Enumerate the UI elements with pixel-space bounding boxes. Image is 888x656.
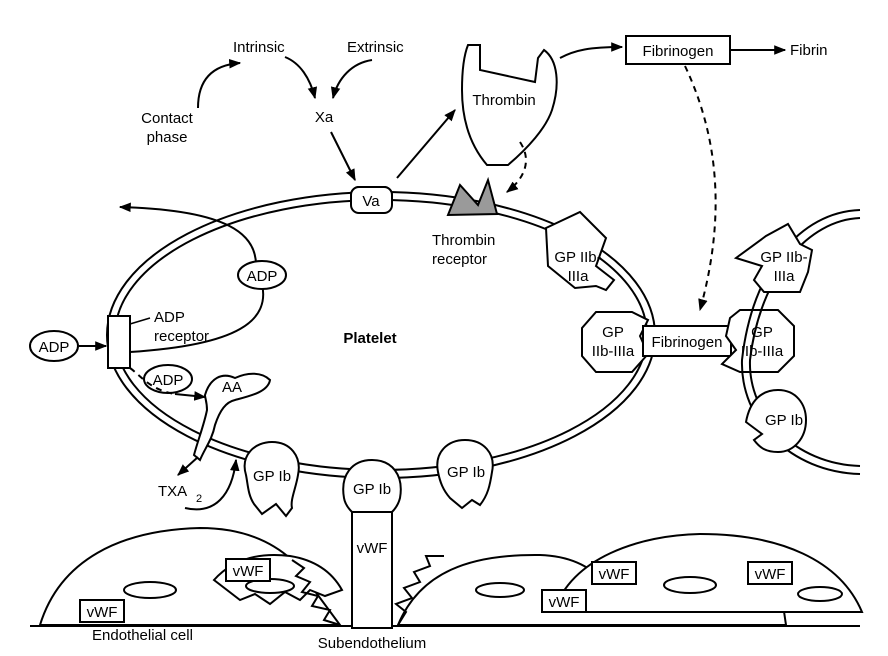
adp-receptor-label-2: receptor: [154, 328, 209, 345]
adp-storage-curve: [129, 283, 265, 353]
gp-ib-center-label: GP Ib: [353, 481, 391, 498]
contact-phase-label-2: phase: [147, 129, 188, 146]
adp-receptor-label-1: ADP: [154, 309, 185, 326]
adp-granule-inside: ADP: [237, 260, 287, 290]
txa2-feedback-arrow: [184, 458, 240, 511]
second-gp-ib-label: GP Ib: [765, 412, 803, 429]
aa-label: AA: [222, 379, 242, 396]
txa-label: TXA: [158, 483, 187, 500]
gp-right-label-2: IIb-IIIa: [741, 343, 784, 360]
adp-to-aa-dashed: [129, 367, 176, 395]
xa-label: Xa: [315, 109, 334, 126]
vwf-box-1: vWF: [79, 599, 125, 623]
vwf-box-5: vWF: [747, 561, 793, 585]
vwf-column: vWF: [351, 507, 393, 629]
gp-left-label-2: IIb-IIIa: [592, 343, 635, 360]
adp-release-arrow: [118, 202, 257, 266]
gp-iib-top-label-1: GP IIb-: [554, 249, 601, 266]
thrombin-receptor-label-2: receptor: [432, 251, 487, 268]
fibrinogen-to-bridge-dashed-arrow: [684, 65, 717, 312]
extrinsic-to-xa-arrow: [330, 59, 373, 100]
fibrinogen-bridge-label: Fibrinogen: [652, 334, 723, 351]
va-to-thrombin-arrow: [396, 109, 456, 179]
intrinsic-label: Intrinsic: [233, 39, 285, 56]
gp-ib-left-label: GP Ib: [253, 468, 291, 485]
thrombin-receptor-label-1: Thrombin: [432, 232, 495, 249]
second-gp-iib-label-1: GP IIb-: [760, 249, 807, 266]
adp-lower: ADP: [143, 364, 193, 394]
fibrinogen-box-top: Fibrinogen: [625, 35, 731, 65]
second-gp-iib-iiia: GP IIb- IIIa: [733, 222, 814, 293]
contact-to-intrinsic-arrow: [197, 58, 242, 109]
txa-subscript: 2: [196, 493, 202, 505]
fibrinogen-bridge-box: Fibrinogen: [642, 325, 732, 357]
gp-iib-iiia-top: GP IIb- IIIa: [544, 210, 616, 292]
endothelium: [30, 526, 864, 627]
aa-arachidonic-acid: AA: [192, 372, 272, 462]
contact-phase-label-1: Contact: [141, 110, 194, 127]
thrombin-to-fibrinogen-arrow: [559, 42, 624, 59]
gp-ib-center: GP Ib: [342, 458, 402, 513]
thrombin-receptor-icon: [446, 176, 499, 217]
gp-ib-right-label: GP Ib: [447, 464, 485, 481]
xa-to-va-arrow: [330, 131, 356, 182]
extrinsic-label: Extrinsic: [347, 39, 404, 56]
vwf-box-4: vWF: [591, 561, 637, 585]
adp-outside-label: ADP: [39, 339, 70, 356]
gp-left-label-1: GP: [602, 324, 624, 341]
adp-inside-label: ADP: [247, 268, 278, 285]
platelet-label: Platelet: [343, 330, 396, 347]
thrombin-to-receptor-dashed-arrow: [506, 141, 527, 193]
second-platelet-membrane: [740, 209, 861, 475]
adp-receptor-icon: [107, 315, 131, 369]
gp-iib-iiia-left: GP IIb-IIIa: [581, 311, 650, 373]
fibrinogen-top-label: Fibrinogen: [643, 43, 714, 60]
gp-iib-top-label-2: IIIa: [568, 268, 590, 285]
thrombin-enzyme: Thrombin: [460, 44, 558, 166]
vwf-box-2: vWF: [225, 558, 271, 582]
adp-to-aa-arrow: [174, 391, 207, 401]
intrinsic-to-xa-arrow: [284, 56, 318, 100]
second-gp-ib: GP Ib: [744, 388, 808, 454]
vwf-box-3: vWF: [541, 589, 587, 613]
gp-ib-right: GP Ib: [436, 438, 494, 510]
gp-ib-left: GP Ib: [243, 440, 300, 518]
second-gp-iib-label-2: IIIa: [774, 268, 796, 285]
thrombin-label: Thrombin: [472, 92, 535, 109]
vwf-5-label: vWF: [755, 566, 786, 583]
vwf-4-label: vWF: [599, 566, 630, 583]
va-label-overlay: Va: [362, 193, 380, 210]
subendothelium-label: Subendothelium: [318, 635, 426, 652]
fibrin-label: Fibrin: [790, 42, 828, 59]
vwf-1-label: vWF: [87, 604, 118, 621]
endothelial-cell-label: Endothelial cell: [92, 627, 193, 644]
va-box-overlay: [350, 186, 393, 214]
vwf-3-label: vWF: [549, 594, 580, 611]
txa2-down-arrow: [177, 456, 199, 476]
adp-outside: ADP: [29, 330, 79, 362]
adp-receptor-leader: [129, 317, 151, 325]
vwf-center-label: vWF: [357, 540, 388, 557]
vwf-2-label: vWF: [233, 563, 264, 580]
adp-lower-label: ADP: [153, 372, 184, 389]
